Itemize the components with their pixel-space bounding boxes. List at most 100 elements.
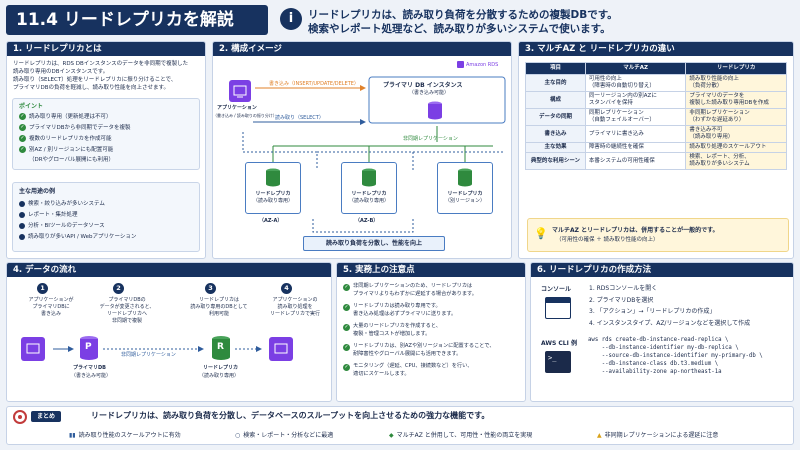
app-label: アプリケーション bbox=[217, 105, 257, 111]
repl-label: 非同期レプリケーション bbox=[403, 136, 458, 142]
note-item: ✓リードレプリカは読み取り専用です。 書き込み処理は必ずプライマリに送ります。 bbox=[343, 303, 523, 318]
replica-sub: （別リージョン） bbox=[445, 198, 485, 204]
shield-icon: ◆ bbox=[389, 432, 394, 439]
chart-icon: ▮▮ bbox=[69, 432, 76, 439]
note-line-2: （可用性の確保 ＋ 読み取り性能の向上） bbox=[556, 237, 659, 243]
table-cell: 読み取り処理のスケールアウト bbox=[685, 142, 787, 153]
flow-repl-label: 非同期レプリケーション bbox=[121, 352, 176, 358]
bottom-banner: 読み取り負荷を分散し、性能を向上 bbox=[303, 236, 445, 251]
table-row: 主な目的可用性の向上 （障害時の自動切り替え）読み取り性能の向上 （負荷分散） bbox=[525, 74, 787, 92]
console-step: 1. RDSコンソールを開く bbox=[589, 285, 658, 292]
note-text: 大量のリードレプリカを作成すると、 複製・管理コストが増加します。 bbox=[353, 323, 441, 337]
summary-item: ◆マルチAZ と併用して、可用性・性能の両立を実現 bbox=[389, 432, 533, 439]
note-text: リードレプリカは、別AZや別リージョンに配置することで、 耐障害性やグローバル展… bbox=[353, 343, 495, 357]
check-icon: ✓ bbox=[19, 113, 26, 120]
bullet-icon bbox=[19, 200, 25, 207]
lightbulb-icon: 💡 bbox=[534, 227, 548, 240]
intro-line: プライマリDBの負荷を軽減し、読み取り性能を向上させます。 bbox=[13, 85, 169, 91]
step-number: 2 bbox=[113, 283, 124, 294]
summary-item: ▲非同期レプリケーションによる遅延に注意 bbox=[597, 432, 719, 439]
table-cell: プライマリに書き込み bbox=[584, 125, 687, 143]
section-title: 1. リードレプリカとは bbox=[7, 42, 205, 56]
primary-box bbox=[368, 76, 506, 124]
primary-label: プライマリ DB インスタンス bbox=[383, 82, 463, 89]
page-title: 11.4 リードレプリカを解説 bbox=[6, 5, 268, 35]
row-label: 書き込み bbox=[525, 125, 586, 143]
step-number: 3 bbox=[205, 283, 216, 294]
section-title: 4. データの流れ bbox=[7, 263, 331, 277]
database-icon bbox=[428, 101, 442, 120]
flow-diagram bbox=[53, 346, 262, 352]
console-step: 3. 「アクション」→「リードレプリカの作成」 bbox=[589, 308, 716, 315]
check-icon: ✓ bbox=[19, 124, 26, 131]
section-architecture: 2. 構成イメージ Amazon RDS アプリケーション （書き込み / 読み… bbox=[212, 41, 512, 259]
bullet-icon bbox=[19, 233, 25, 240]
note-item: ✓モニタリング（遅延、CPU、接続数など）を行い、 適切にスケールします。 bbox=[343, 363, 523, 378]
row-label: 主な効果 bbox=[525, 142, 586, 153]
section-create: 6. リードレプリカの作成方法 コンソール 1. RDSコンソールを開く 2. … bbox=[530, 262, 794, 402]
section-title: 6. リードレプリカの作成方法 bbox=[531, 263, 793, 277]
step-text: リードレプリカは 読み取り専用のDBとして 利用可能 bbox=[190, 297, 248, 317]
note-text: リードレプリカは読み取り専用です。 書き込み処理は必ずプライマリに送ります。 bbox=[353, 303, 457, 317]
point-item: ✓読み取り専用（更新処理は不可） bbox=[19, 113, 112, 120]
check-icon: ✓ bbox=[343, 324, 350, 331]
points-list: ✓読み取り専用（更新処理は不可） ✓プライマリDBから非同期でデータを複製 ✓複… bbox=[19, 112, 131, 164]
replica-letter: R bbox=[217, 342, 224, 352]
replica-a: リードレプリカ （読み取り専用） bbox=[245, 162, 301, 214]
check-icon: ✓ bbox=[343, 344, 350, 351]
table-cell: 非同期レプリケーション （わずかな遅延あり） bbox=[685, 108, 787, 126]
console-icon bbox=[545, 297, 571, 319]
read-distribution-lines bbox=[242, 132, 505, 170]
replica-b: リードレプリカ （読み取り専用） bbox=[341, 162, 397, 214]
info-icon: i bbox=[280, 8, 302, 30]
app-sublabel: （書き込み / 読み取りの振り分け） bbox=[213, 113, 277, 118]
database-icon bbox=[266, 168, 280, 187]
row-label: 構成 bbox=[525, 91, 586, 109]
table-cell: 障害時の継続性を確保 bbox=[584, 142, 687, 153]
col-header: 項目 bbox=[525, 62, 586, 75]
summary-text: リードレプリカは、読み取り負荷を分散し、データベースのスループットを向上させるた… bbox=[91, 411, 490, 420]
note-item: ✓非同期レプリケーションのため、リードレプリカは プライマリよりもわずかに遅延す… bbox=[343, 283, 523, 298]
database-icon bbox=[458, 168, 472, 187]
col-header: マルチAZ bbox=[584, 62, 687, 75]
point-item-note: （DRやグローバル展開にも利用） bbox=[29, 157, 115, 163]
table-cell: 同一リージョン内の別AZに スタンバイを保持 bbox=[584, 91, 687, 109]
check-icon: ✓ bbox=[343, 284, 350, 291]
note-item: ✓リードレプリカは、別AZや別リージョンに配置することで、 耐障害性やグローバル… bbox=[343, 343, 523, 358]
section-title: 2. 構成イメージ bbox=[213, 42, 511, 56]
console-label: コンソール bbox=[541, 286, 572, 293]
use-item: 検索・絞り込みが多いシステム bbox=[19, 199, 136, 210]
flow-primary-sub: （書き込み可能） bbox=[71, 373, 112, 379]
uses-box: 主な用途の例 検索・絞り込みが多いシステム レポート・集計処理 分析・BIツール… bbox=[12, 182, 200, 252]
replica-name: リードレプリカ bbox=[351, 191, 387, 197]
note-line-1: マルチAZ とリードレプリカは、併用することが一般的です。 bbox=[552, 227, 719, 234]
replica-sub: （読み取り専用） bbox=[252, 198, 293, 204]
intro-line: リードレプリカは、RDS DBインスタンスのデータを非同期で複製した bbox=[13, 61, 189, 67]
note-text: 非同期レプリケーションのため、リードレプリカは プライマリよりもわずかに遅延する… bbox=[353, 283, 477, 297]
section-what-is: 1. リードレプリカとは リードレプリカは、RDS DBインスタンスのデータを非… bbox=[6, 41, 206, 259]
database-icon bbox=[362, 168, 376, 187]
search-icon: ○ bbox=[235, 432, 241, 439]
flow-replica-sub: （読み取り専用） bbox=[199, 373, 240, 379]
table-row: データの同期同期レプリケーション （自動フェイルオーバー）非同期レプリケーション… bbox=[525, 108, 787, 126]
app-icon bbox=[21, 337, 45, 361]
target-icon bbox=[13, 410, 27, 424]
replica-c: リードレプリカ （別リージョン） bbox=[437, 162, 493, 214]
table-row: 典型的な利用シーン本番システムの可用性確保検索、レポート、分析、 読み取りが多い… bbox=[525, 152, 787, 170]
step-number: 4 bbox=[281, 283, 292, 294]
summary-label: まとめ bbox=[31, 411, 62, 422]
rds-label: Amazon RDS bbox=[457, 61, 498, 69]
table-cell: プライマリのデータを 複製した読み取り専用DBを作成 bbox=[685, 91, 787, 109]
replica-db-icon: R bbox=[211, 335, 231, 361]
check-icon: ✓ bbox=[343, 364, 350, 371]
summary-bar: まとめ リードレプリカは、読み取り負荷を分散し、データベースのスループットを向上… bbox=[6, 406, 794, 445]
points-title: ポイント bbox=[19, 103, 44, 110]
table-row: 構成同一リージョン内の別AZに スタンバイを保持プライマリのデータを 複製した読… bbox=[525, 91, 787, 109]
console-step: 2. プライマリDBを選択 bbox=[589, 296, 654, 304]
note-box: 💡 マルチAZ とリードレプリカは、併用することが一般的です。 （可用性の確保 … bbox=[527, 218, 789, 252]
warning-icon: ▲ bbox=[597, 432, 602, 439]
section-notes: 5. 実務上の注意点 ✓非同期レプリケーションのため、リードレプリカは プライマ… bbox=[336, 262, 526, 402]
flow-replica-label: リードレプリカ bbox=[203, 365, 239, 371]
uses-list: 検索・絞り込みが多いシステム レポート・集計処理 分析・BIツールのデータソース… bbox=[19, 199, 136, 243]
col-header: リードレプリカ bbox=[685, 62, 787, 75]
